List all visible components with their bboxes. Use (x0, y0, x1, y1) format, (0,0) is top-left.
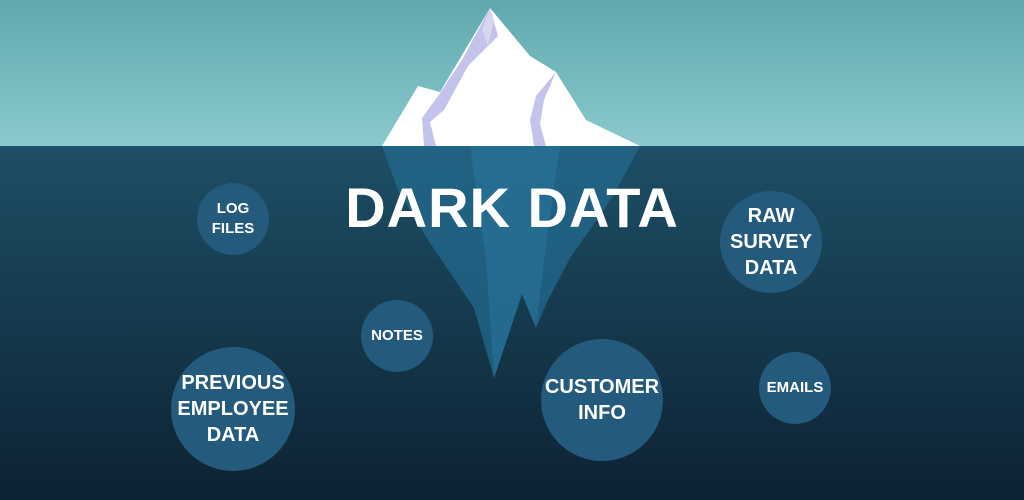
iceberg-crack-center (482, 8, 494, 46)
bubble-emails: EMAILS (759, 352, 831, 424)
bubble-log-files: LOG FILES (197, 183, 269, 255)
bubble-customer-info: CUSTOMER INFO (541, 339, 663, 461)
iceberg-shadow-right (530, 72, 556, 146)
bubble-raw-survey-data: RAW SURVEY DATA (720, 191, 822, 293)
iceberg-shadow-left (422, 8, 498, 146)
bubble-notes: NOTES (361, 300, 433, 372)
diagram-title: DARK DATA (345, 176, 679, 239)
iceberg-underwater-facet (470, 146, 560, 378)
iceberg-tip (382, 8, 640, 146)
bubble-previous-employee-data: PREVIOUS EMPLOYEE DATA (171, 347, 295, 471)
